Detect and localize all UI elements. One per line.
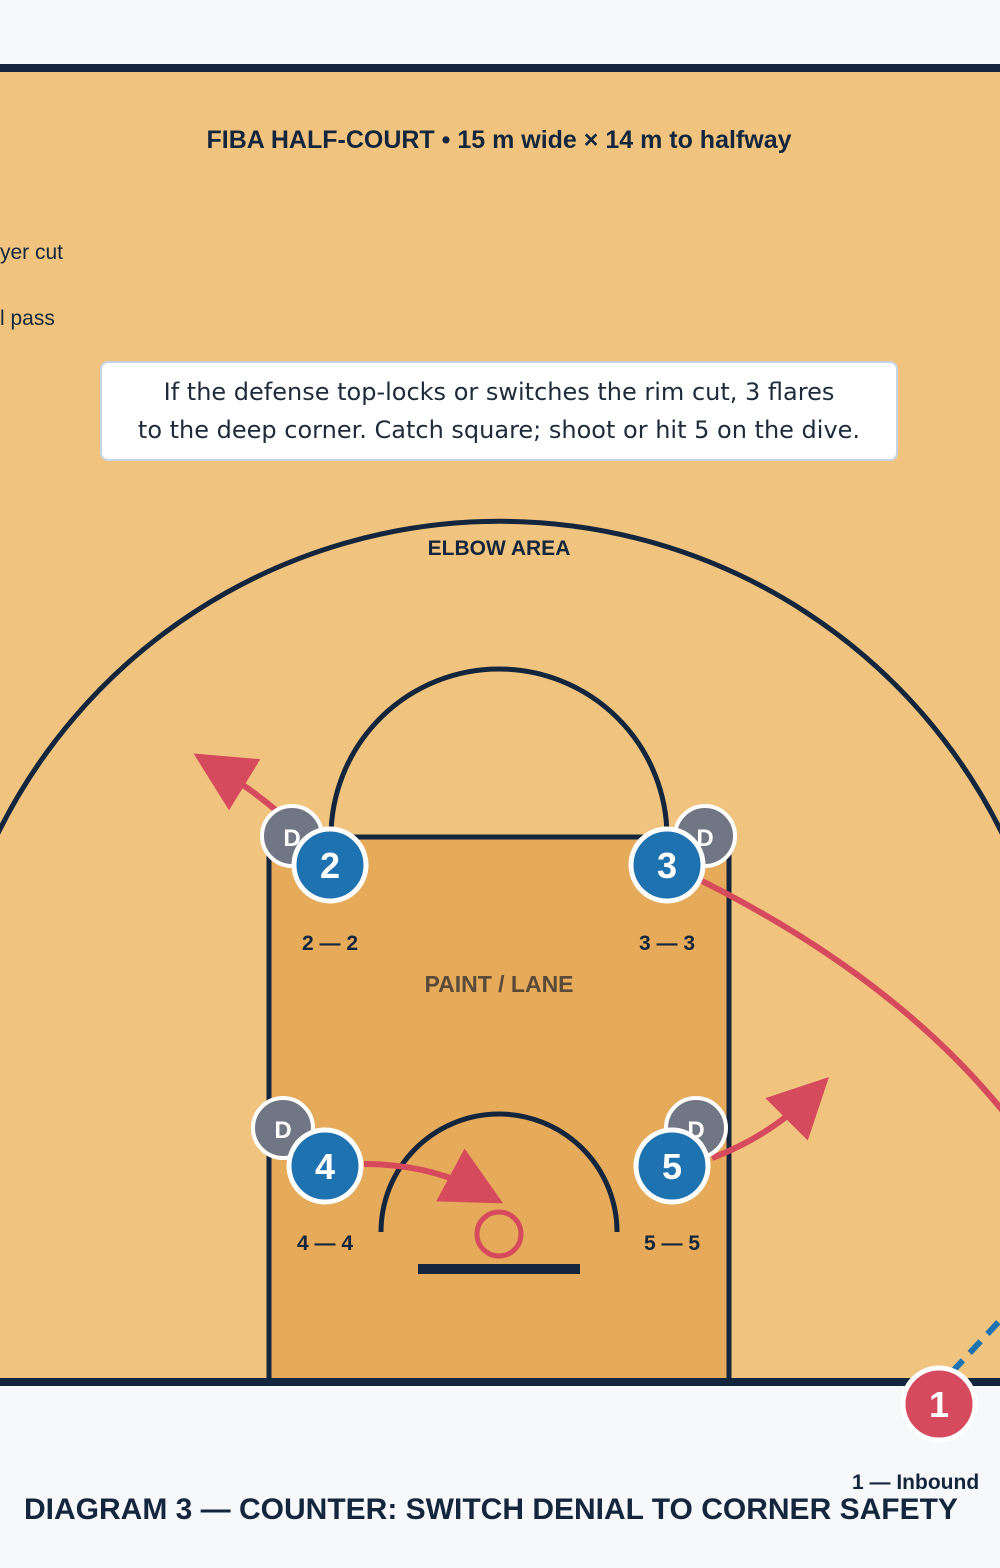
defender-marker: D	[696, 825, 713, 852]
player-3-number: 3	[657, 845, 677, 886]
player-1-inbounder[interactable]: 1	[900, 1365, 978, 1443]
legend-pass-label: l pass	[0, 307, 55, 330]
restricted-area-arc	[378, 1111, 620, 1233]
cut-arrow-3-corner	[698, 877, 1000, 1113]
elbow-area-label: ELBOW AREA	[428, 537, 571, 560]
player-4-label: 4 — 4	[297, 1232, 353, 1255]
defender-marker: D	[274, 1117, 291, 1144]
player-1-number: 1	[929, 1384, 949, 1425]
cut-arrow-5	[710, 1077, 829, 1161]
player-2-number: 2	[320, 845, 340, 886]
three-point-arc	[0, 518, 1000, 835]
free-throw-circle	[328, 666, 670, 838]
player-4-number: 4	[315, 1146, 335, 1187]
player-5[interactable]: 5	[633, 1127, 711, 1205]
player-4[interactable]: 4	[286, 1127, 364, 1205]
player-3[interactable]: 3	[628, 826, 706, 904]
player-2-label: 2 — 2	[302, 932, 358, 955]
diagram-title: DIAGRAM 3 — COUNTER: SWITCH DENIAL TO CO…	[24, 1493, 958, 1526]
cut-arrow-4	[363, 1148, 504, 1204]
coaching-note: If the defense top-locks or switches the…	[100, 361, 898, 461]
paint-lane	[266, 834, 732, 1385]
player-2[interactable]: 2	[291, 826, 369, 904]
paint-label: PAINT / LANE	[424, 971, 573, 997]
coaching-note-line-2: to the deep corner. Catch square; shoot …	[137, 416, 861, 444]
defender-marker: D	[283, 825, 300, 852]
player-5-label: 5 — 5	[644, 1232, 700, 1255]
player-5-number: 5	[662, 1146, 682, 1187]
player-1-label: 1 — Inbound	[852, 1471, 979, 1494]
pass-line-1	[949, 1316, 1000, 1375]
legend-cut-label: yer cut	[0, 241, 63, 264]
cut-arrow-2	[193, 753, 280, 815]
rim	[474, 1209, 524, 1259]
player-3-label: 3 — 3	[639, 932, 695, 955]
coaching-note-line-1: If the defense top-locks or switches the…	[163, 378, 835, 406]
court-title: FIBA HALF-COURT • 15 m wide × 14 m to ha…	[207, 126, 792, 154]
